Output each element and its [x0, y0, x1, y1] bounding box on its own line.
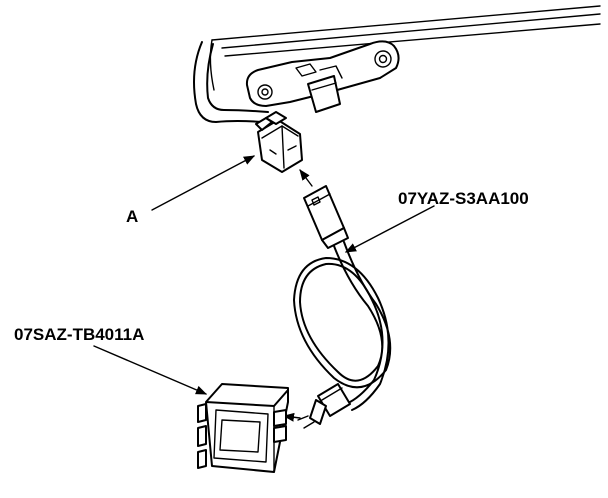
connection-arrow [299, 169, 313, 187]
leader-a [151, 155, 255, 211]
vehicle-harness [193, 41, 269, 123]
leader-cable [345, 205, 435, 253]
plug-end [297, 383, 351, 429]
label-part-a: A [126, 207, 138, 226]
mounting-bracket [245, 40, 400, 113]
body-panel [209, 5, 601, 91]
tester-box [197, 383, 289, 473]
label-box-part-number: 07SAZ-TB4011A [14, 325, 144, 344]
test-cable [293, 241, 392, 411]
vehicle-connector-a [255, 111, 303, 173]
leader-box [93, 345, 208, 395]
cable-end-connector [303, 185, 349, 249]
label-cable-part-number: 07YAZ-S3AA100 [398, 189, 529, 208]
